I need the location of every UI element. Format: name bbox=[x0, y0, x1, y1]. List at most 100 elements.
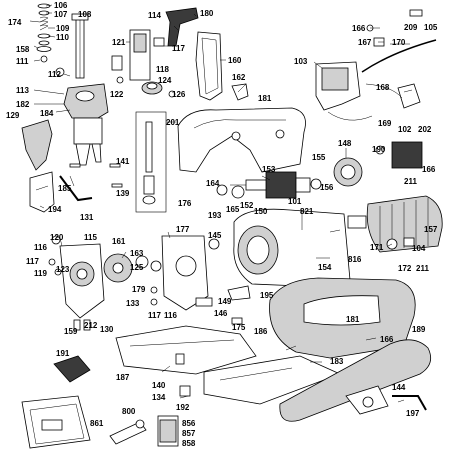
gasket-frame bbox=[195, 31, 223, 101]
part-label-117-top: 117 bbox=[172, 44, 185, 53]
part-label-185: 185 bbox=[58, 184, 72, 193]
part-label-170: 170 bbox=[392, 38, 406, 47]
base-bracket bbox=[29, 171, 55, 213]
leader-lines bbox=[29, 4, 413, 403]
part-label-144: 144 bbox=[392, 383, 406, 392]
part-label-150: 150 bbox=[254, 207, 268, 216]
guide-rod-box bbox=[135, 111, 167, 213]
part-label-169: 169 bbox=[378, 119, 392, 128]
handle-shell bbox=[269, 277, 416, 359]
part-label-107: 107 bbox=[54, 10, 68, 19]
carry-case bbox=[21, 395, 91, 449]
part-label-104: 104 bbox=[412, 244, 426, 253]
gear-case-half bbox=[161, 235, 220, 311]
part-label-108: 108 bbox=[78, 10, 92, 19]
blade-guard bbox=[21, 119, 53, 171]
part-label-110: 110 bbox=[56, 33, 69, 42]
part-label-211-mid: 211 bbox=[404, 177, 417, 186]
part-label-120: 120 bbox=[50, 233, 64, 242]
part-label-119: 119 bbox=[34, 269, 47, 278]
part-label-146: 146 bbox=[214, 309, 228, 318]
part-label-191: 191 bbox=[56, 349, 70, 358]
part-label-166-bottom: 166 bbox=[380, 335, 394, 344]
part-label-201: 201 bbox=[166, 118, 180, 127]
part-label-125: 125 bbox=[130, 263, 144, 272]
part-label-187: 187 bbox=[116, 373, 130, 382]
part-label-140: 140 bbox=[152, 381, 166, 390]
part-label-162: 162 bbox=[232, 73, 246, 82]
part-label-160: 160 bbox=[228, 56, 242, 65]
misc-small-parts bbox=[150, 285, 251, 325]
part-label-165: 165 bbox=[226, 205, 240, 214]
part-label-167: 167 bbox=[358, 38, 372, 47]
part-label-131: 131 bbox=[80, 213, 94, 222]
part-label-105: 105 bbox=[424, 23, 438, 32]
part-label-115: 115 bbox=[84, 233, 97, 242]
part-label-121: 121 bbox=[112, 38, 126, 47]
part-label-197: 197 bbox=[406, 409, 420, 418]
part-label-101: 101 bbox=[288, 197, 302, 206]
part-label-856: 856 bbox=[182, 419, 196, 428]
adapter-tool bbox=[109, 419, 147, 445]
part-label-179: 179 bbox=[132, 285, 146, 294]
part-label-174: 174 bbox=[8, 18, 22, 27]
part-label-821: 821 bbox=[300, 207, 314, 216]
part-label-161: 161 bbox=[112, 237, 126, 246]
power-cord bbox=[327, 39, 437, 121]
part-label-209: 209 bbox=[404, 23, 418, 32]
part-label-181-mid: 181 bbox=[346, 315, 360, 324]
part-label-141: 141 bbox=[116, 157, 130, 166]
trigger-switch bbox=[315, 61, 421, 111]
clip-part bbox=[231, 83, 249, 101]
part-label-171: 171 bbox=[370, 243, 384, 252]
part-label-154: 154 bbox=[318, 263, 332, 272]
gear-case-frame bbox=[177, 107, 306, 173]
armature bbox=[216, 171, 324, 199]
part-label-194: 194 bbox=[48, 205, 62, 214]
part-label-117-left: 117 bbox=[26, 257, 39, 266]
part-label-181-top: 181 bbox=[258, 94, 272, 103]
part-label-113: 113 bbox=[16, 86, 29, 95]
part-label-149: 149 bbox=[218, 297, 232, 306]
part-label-166-top: 166 bbox=[352, 24, 366, 33]
orbital-lever bbox=[165, 7, 199, 47]
end-cap bbox=[347, 195, 443, 253]
part-label-168: 168 bbox=[376, 83, 390, 92]
part-label-861: 861 bbox=[90, 419, 104, 428]
part-label-118: 118 bbox=[156, 65, 169, 74]
hex-key-large bbox=[392, 395, 427, 411]
speed-dial bbox=[141, 81, 176, 98]
part-label-139: 139 bbox=[116, 189, 130, 198]
base-shoe bbox=[115, 325, 257, 375]
part-label-164: 164 bbox=[206, 179, 220, 188]
part-label-116-left: 116 bbox=[34, 243, 47, 252]
part-label-156: 156 bbox=[320, 183, 334, 192]
blade-holder-clamp bbox=[53, 355, 91, 383]
part-number-labels: 106 107 108 174 109 110 158 111 112 113 … bbox=[6, 1, 438, 448]
plunger-rod bbox=[71, 13, 89, 79]
part-label-163: 163 bbox=[130, 249, 144, 258]
part-label-857: 857 bbox=[182, 429, 196, 438]
part-label-109: 109 bbox=[56, 24, 70, 33]
drive-gear bbox=[103, 253, 162, 283]
chip-guard bbox=[345, 385, 389, 415]
part-label-184: 184 bbox=[40, 109, 54, 118]
part-label-155: 155 bbox=[312, 153, 326, 162]
part-label-117-mid: 117 bbox=[148, 311, 161, 320]
part-label-211-right: 211 bbox=[416, 264, 429, 273]
part-label-190: 190 bbox=[372, 145, 386, 154]
switch-module bbox=[111, 29, 165, 84]
part-label-800: 800 bbox=[122, 407, 136, 416]
part-label-212: 212 bbox=[84, 321, 98, 330]
part-label-157: 157 bbox=[424, 225, 438, 234]
part-label-148: 148 bbox=[338, 139, 352, 148]
dust-tube bbox=[279, 339, 432, 422]
part-label-175: 175 bbox=[232, 323, 246, 332]
part-label-116-mid: 116 bbox=[164, 311, 177, 320]
part-label-130: 130 bbox=[100, 325, 114, 334]
part-label-158: 158 bbox=[16, 45, 30, 54]
part-label-124: 124 bbox=[158, 76, 172, 85]
gear-housing-rear bbox=[59, 243, 105, 319]
part-label-176: 176 bbox=[178, 199, 192, 208]
